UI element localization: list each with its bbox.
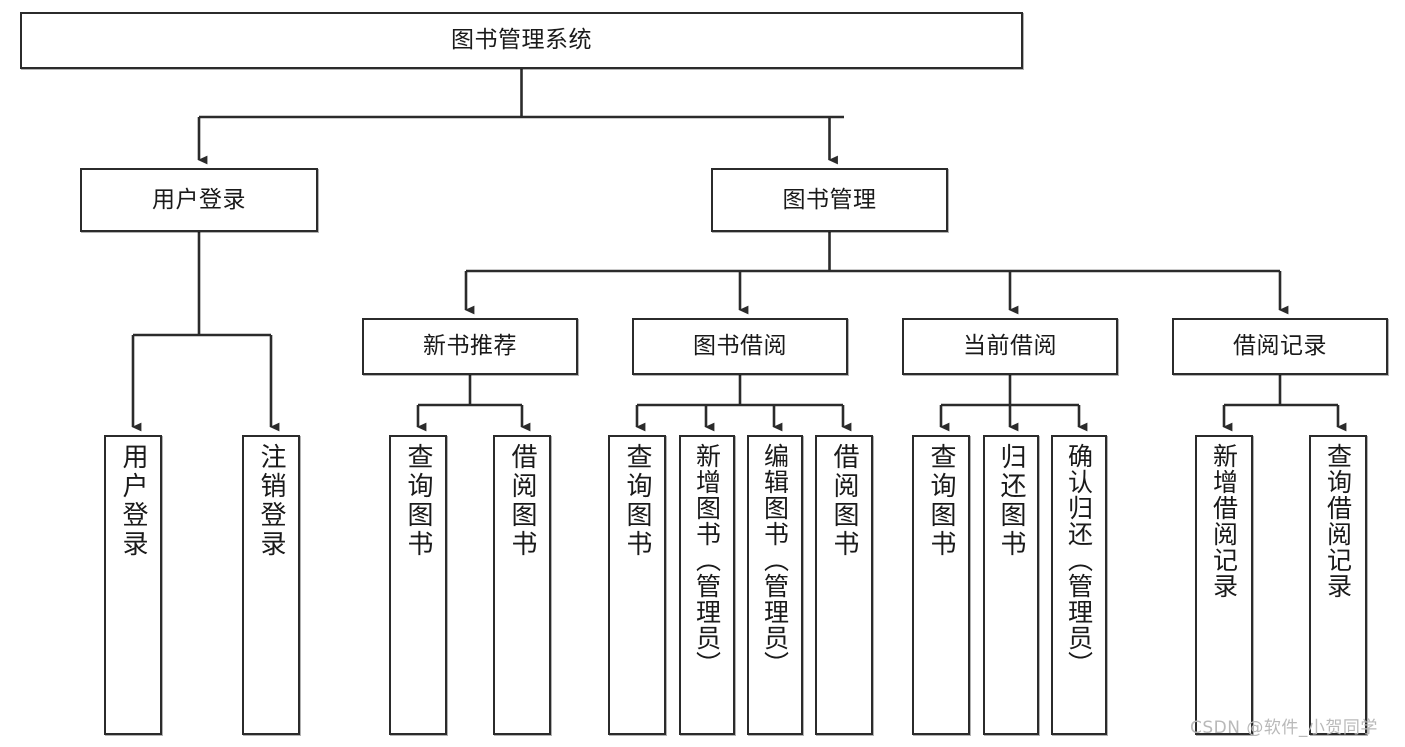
node-label: 新增图书（管理员） bbox=[692, 443, 722, 677]
node-borrow-records[interactable]: 借阅记录 bbox=[1172, 318, 1388, 375]
node-current-borrow[interactable]: 当前借阅 bbox=[902, 318, 1118, 375]
node-label: 查询图书 bbox=[622, 443, 652, 559]
node-label: 确认归还（管理员） bbox=[1064, 443, 1094, 677]
node-book-management[interactable]: 图书管理 bbox=[711, 168, 948, 232]
node-label: 借阅图书 bbox=[507, 443, 537, 559]
node-label: 用户登录 bbox=[152, 186, 246, 213]
node-label: 查询图书 bbox=[403, 443, 433, 559]
node-label: 归还图书 bbox=[996, 443, 1026, 559]
node-user-login[interactable]: 用户登录 bbox=[80, 168, 318, 232]
node-label: 查询借阅记录 bbox=[1323, 443, 1353, 599]
node-label: 图书管理 bbox=[782, 186, 877, 213]
leaf-logout[interactable]: 注销登录 bbox=[242, 435, 300, 735]
node-label: 当前借阅 bbox=[963, 333, 1057, 360]
node-label: 借阅记录 bbox=[1233, 333, 1327, 360]
leaf-borrow-edit-book-admin[interactable]: 编辑图书（管理员） bbox=[747, 435, 803, 735]
node-label: 用户登录 bbox=[118, 443, 148, 559]
leaf-current-return-books[interactable]: 归还图书 bbox=[983, 435, 1039, 735]
node-label: 查询图书 bbox=[926, 443, 956, 559]
node-root-system[interactable]: 图书管理系统 bbox=[20, 12, 1023, 69]
leaf-borrow-add-book-admin[interactable]: 新增图书（管理员） bbox=[679, 435, 735, 735]
csdn-watermark: CSDN @软件_小贺同学 bbox=[1190, 718, 1378, 738]
leaf-newbook-query-books[interactable]: 查询图书 bbox=[389, 435, 447, 735]
node-new-book-recommend[interactable]: 新书推荐 bbox=[362, 318, 578, 375]
leaf-borrow-borrow-books[interactable]: 借阅图书 bbox=[815, 435, 873, 735]
node-label: 图书借阅 bbox=[693, 333, 787, 360]
node-label: 新增借阅记录 bbox=[1209, 443, 1239, 599]
leaf-records-query-record[interactable]: 查询借阅记录 bbox=[1309, 435, 1367, 735]
node-label: 图书管理系统 bbox=[451, 27, 592, 54]
leaf-current-confirm-return-admin[interactable]: 确认归还（管理员） bbox=[1051, 435, 1107, 735]
node-label: 借阅图书 bbox=[829, 443, 859, 559]
node-label: 注销登录 bbox=[256, 443, 286, 559]
leaf-current-query-books[interactable]: 查询图书 bbox=[912, 435, 970, 735]
leaf-records-add-record[interactable]: 新增借阅记录 bbox=[1195, 435, 1253, 735]
leaf-user-login[interactable]: 用户登录 bbox=[104, 435, 162, 735]
node-label: 编辑图书（管理员） bbox=[760, 443, 790, 677]
leaf-newbook-borrow-books[interactable]: 借阅图书 bbox=[493, 435, 551, 735]
node-book-borrow[interactable]: 图书借阅 bbox=[632, 318, 848, 375]
node-label: 新书推荐 bbox=[423, 333, 517, 360]
leaf-borrow-query-books[interactable]: 查询图书 bbox=[608, 435, 666, 735]
